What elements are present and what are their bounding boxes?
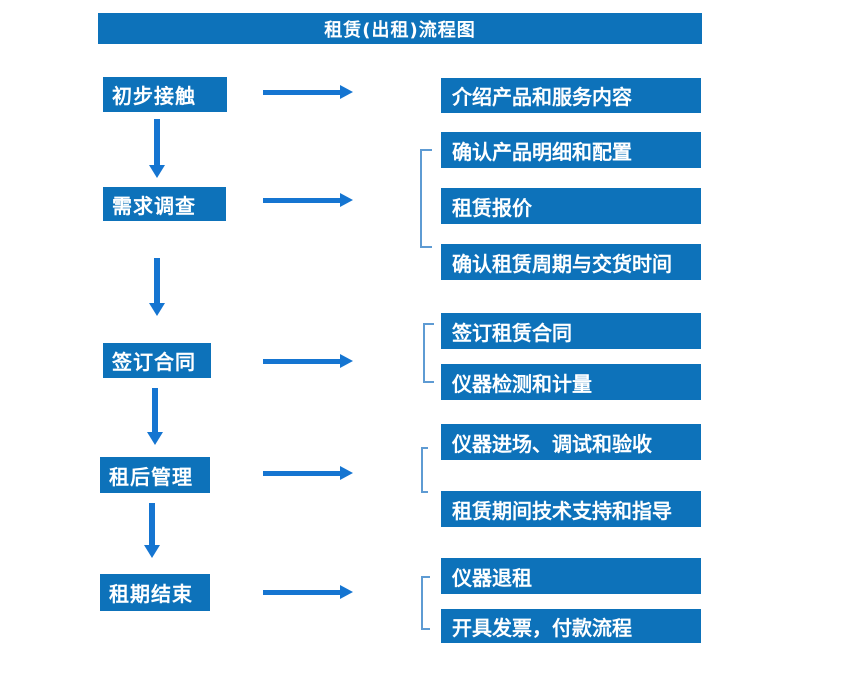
arrow-head (340, 585, 353, 599)
arrow-head (149, 303, 165, 316)
arrow-right-icon (263, 466, 353, 480)
detail-box-confirm-product-details-config: 确认产品明细和配置 (441, 132, 701, 168)
detail-box-instrument-return: 仪器退租 (441, 558, 701, 594)
detail-box-rental-quote: 租赁报价 (441, 188, 701, 224)
arrow-shaft (263, 89, 340, 95)
arrow-right-icon (263, 354, 353, 368)
arrow-right-icon (263, 193, 353, 207)
flowchart-title-bar: 租赁(出租)流程图 (98, 13, 702, 44)
arrow-shaft (263, 470, 340, 476)
detail-box-invoice-payment: 开具发票，付款流程 (441, 609, 701, 643)
detail-box-instrument-testing-calibration: 仪器检测和计量 (441, 364, 701, 400)
arrow-head (149, 165, 165, 178)
arrow-right-icon (263, 585, 353, 599)
arrow-shaft (154, 119, 160, 165)
arrow-shaft (263, 197, 340, 203)
stage-box-demand-survey: 需求调查 (103, 187, 226, 221)
detail-box-sign-rental-contract: 签订租赁合同 (441, 313, 701, 349)
arrow-shaft (152, 388, 158, 432)
arrow-shaft (263, 589, 340, 595)
arrow-shaft (263, 358, 340, 364)
arrow-shaft (149, 503, 155, 545)
arrow-down-icon (149, 258, 165, 316)
arrow-down-icon (144, 503, 160, 558)
arrow-head (340, 85, 353, 99)
arrow-head (340, 193, 353, 207)
arrow-down-icon (149, 119, 165, 178)
stage-box-rental-period-end: 租期结束 (100, 574, 210, 611)
arrow-down-icon (147, 388, 163, 445)
arrow-head (144, 545, 160, 558)
arrow-head (340, 466, 353, 480)
bracket-connector (423, 323, 434, 383)
arrow-right-icon (263, 85, 353, 99)
detail-box-confirm-rental-period-delivery: 确认租赁周期与交货时间 (441, 244, 701, 280)
detail-box-rental-tech-support: 租赁期间技术支持和指导 (441, 491, 701, 527)
bracket-connector (420, 149, 432, 248)
stage-box-initial-contact: 初步接触 (103, 77, 227, 112)
bracket-connector (421, 576, 430, 630)
bracket-connector (421, 447, 428, 493)
arrow-shaft (154, 258, 160, 303)
stage-box-contract-signing: 签订合同 (103, 343, 211, 378)
detail-box-instrument-setup-acceptance: 仪器进场、调试和验收 (441, 424, 701, 460)
detail-box-introduce-products-services: 介绍产品和服务内容 (441, 78, 701, 113)
stage-box-post-rental-management: 租后管理 (100, 457, 210, 493)
arrow-head (147, 432, 163, 445)
arrow-head (340, 354, 353, 368)
flowchart-title: 租赁(出租)流程图 (324, 19, 476, 41)
